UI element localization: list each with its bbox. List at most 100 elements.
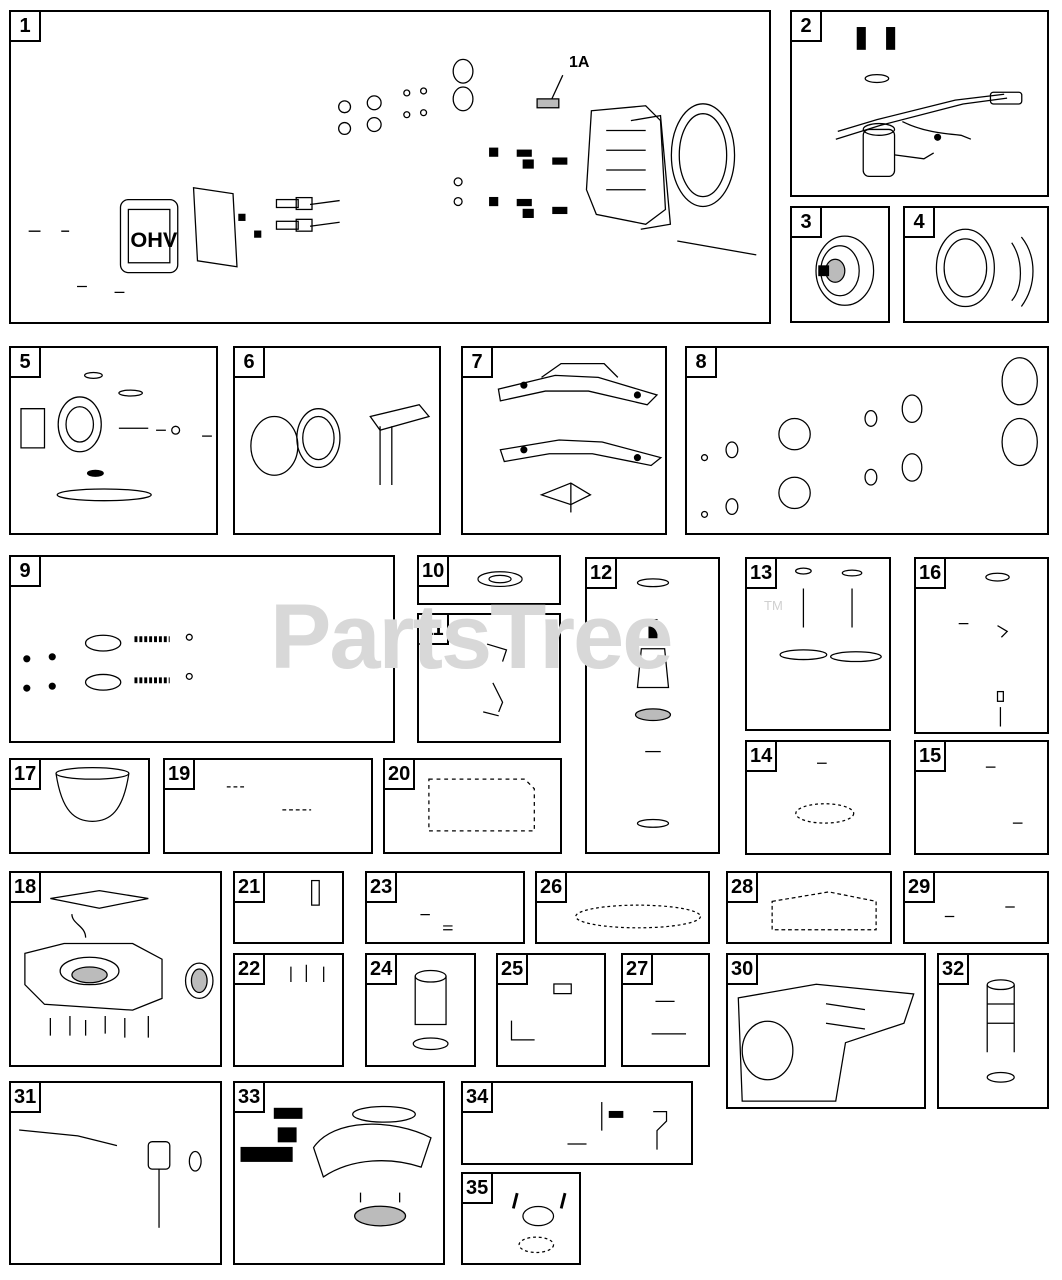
- gasket-outline-drawing: [428, 778, 535, 832]
- panel-number: 30: [728, 955, 759, 985]
- panel-9[interactable]: 9: [9, 555, 395, 743]
- panel-3[interactable]: 3: [790, 206, 890, 323]
- panel-number: 2: [792, 12, 822, 42]
- panel-number: 4: [905, 208, 935, 238]
- linkage-drawing: [226, 786, 312, 811]
- panel-number: 21: [235, 873, 266, 903]
- panel-24[interactable]: 24: [365, 953, 476, 1067]
- panel-number: 17: [11, 760, 42, 790]
- valve-cover-drawing: [497, 363, 663, 513]
- panel-27[interactable]: 27: [621, 953, 710, 1067]
- fuel-line-drawing: [567, 1102, 668, 1150]
- panel-number: 14: [747, 742, 778, 772]
- panel-14[interactable]: 14: [745, 740, 891, 855]
- panel-25[interactable]: 25: [496, 953, 606, 1067]
- crankcase-cover-drawing: [24, 889, 214, 1038]
- panel-number: 15: [916, 742, 947, 772]
- panel-2[interactable]: 2: [790, 10, 1049, 197]
- gear-set-drawing: [795, 762, 855, 824]
- panel-number: 29: [905, 873, 936, 903]
- panel-number: 34: [463, 1083, 494, 1113]
- panel-1[interactable]: 1 1A OHV: [9, 10, 771, 324]
- panel-number: 25: [498, 955, 529, 985]
- panel-number: 28: [728, 873, 759, 903]
- piston-assembly-drawing: [250, 404, 431, 486]
- panel-number: 20: [385, 760, 416, 790]
- panel-number: 16: [916, 559, 947, 589]
- panel-number: 7: [463, 348, 493, 378]
- ignition-coil-drawing: [835, 27, 1023, 178]
- panel-31[interactable]: 31: [9, 1081, 222, 1265]
- panel-8[interactable]: 8: [685, 346, 1049, 535]
- air-cleaner-kit-drawing: [240, 1105, 432, 1227]
- panel-28[interactable]: 28: [726, 871, 892, 944]
- panel-30[interactable]: 30: [726, 953, 926, 1109]
- cup-seal-drawing: [55, 767, 130, 822]
- panel-22[interactable]: 22: [233, 953, 344, 1067]
- ring-gear-drawing: [575, 904, 702, 929]
- panel-33[interactable]: 33: [233, 1081, 445, 1265]
- panel-15[interactable]: 15: [914, 740, 1049, 855]
- panel-16[interactable]: 16: [914, 557, 1049, 734]
- panel-29[interactable]: 29: [903, 871, 1049, 944]
- breather-drawing: [511, 1192, 567, 1254]
- panel-20[interactable]: 20: [383, 758, 562, 854]
- panel-number: 24: [367, 955, 398, 985]
- carburetor-drawing: [19, 1129, 202, 1228]
- bolt-drawing: [311, 879, 320, 906]
- panel-number: 13: [747, 559, 778, 589]
- pin-drawing: [420, 913, 453, 931]
- governor-drawing: [958, 572, 1010, 727]
- panel-21[interactable]: 21: [233, 871, 344, 944]
- panel-32[interactable]: 32: [937, 953, 1049, 1109]
- panel-number: 27: [623, 955, 654, 985]
- panel-23[interactable]: 23: [365, 871, 525, 944]
- retainer-drawing: [477, 571, 523, 588]
- panel-13[interactable]: 13: [745, 557, 891, 731]
- bracket-drawing: [651, 1000, 687, 1035]
- panel-19[interactable]: 19: [163, 758, 373, 854]
- air-filter-drawing: [935, 228, 1034, 308]
- rocker-arm-drawing: [483, 643, 508, 717]
- panel-18[interactable]: 18: [9, 871, 222, 1067]
- panel-number: 11: [419, 615, 449, 645]
- panel-26[interactable]: 26: [535, 871, 710, 944]
- panel-number: 35: [463, 1174, 494, 1204]
- panel-35[interactable]: 35: [461, 1172, 581, 1265]
- bearing-seals-drawing: [779, 567, 882, 663]
- panel-number: 1: [11, 12, 41, 42]
- panel-number: 10: [419, 557, 450, 587]
- panel-number: 32: [939, 955, 970, 985]
- panel-10[interactable]: 10: [417, 555, 561, 605]
- panel-number: 31: [11, 1083, 42, 1113]
- panel-11[interactable]: 11: [417, 613, 561, 743]
- pulley-drawing: [815, 235, 875, 306]
- panel-5[interactable]: 5: [9, 346, 218, 535]
- panel-number: 12: [587, 559, 618, 589]
- panel-4[interactable]: 4: [903, 206, 1049, 323]
- valve-springs-drawing: [23, 633, 193, 692]
- clip-drawing: [944, 906, 1015, 918]
- panel-number: 18: [11, 873, 42, 903]
- panel-number: 5: [11, 348, 41, 378]
- filter-housing-drawing: [412, 969, 449, 1051]
- cylinder-head-assembly-drawing: OHV: [28, 58, 757, 294]
- panel-number: 9: [11, 557, 41, 587]
- panel-number: 33: [235, 1083, 266, 1113]
- panel-34[interactable]: 34: [461, 1081, 693, 1165]
- panel-6[interactable]: 6: [233, 346, 441, 535]
- block-outline-drawing: [771, 891, 877, 931]
- elbow-fitting-drawing: [510, 983, 572, 1041]
- shock-mount-drawing: [986, 979, 1015, 1083]
- panel-12[interactable]: 12: [585, 557, 720, 854]
- panel-17[interactable]: 17: [9, 758, 150, 854]
- panel-number: 23: [367, 873, 398, 903]
- callout-1a: 1A: [569, 54, 590, 71]
- panel-7[interactable]: 7: [461, 346, 667, 535]
- crankshaft-drawing: [634, 578, 672, 828]
- panel-number: 19: [165, 760, 196, 790]
- fasteners-drawing: [290, 964, 325, 983]
- valve-train-drawing: [700, 357, 1038, 518]
- panel-number: 3: [792, 208, 822, 238]
- shaft-parts-drawing: [985, 766, 1023, 824]
